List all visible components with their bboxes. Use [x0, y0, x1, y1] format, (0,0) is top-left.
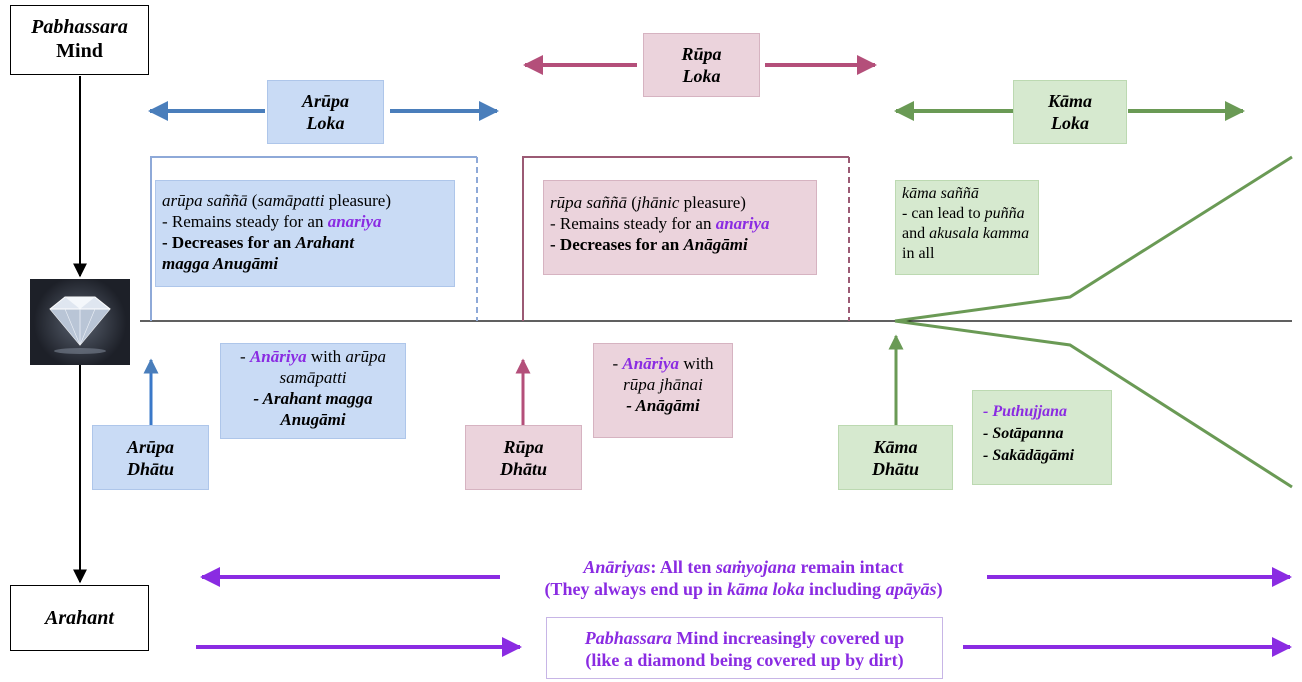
- arupa-sanna-line3: - Decreases for an Arahant: [162, 233, 355, 252]
- arupa-beings-line2: samāpatti: [279, 368, 347, 387]
- diamond-icon: [30, 279, 130, 365]
- arupa-bracket: [150, 156, 477, 321]
- arupa-beings-line1: - Anāriya with arūpa: [240, 347, 386, 366]
- kama-beings-box: - Puthujjana - Sotāpanna - Sakādāgāmi: [972, 390, 1112, 485]
- kama-sanna-line4: in all: [902, 245, 935, 262]
- rupa-beings-line2: rūpa jhānai: [623, 375, 703, 394]
- kama-sanna-line1: kāma saññā: [902, 185, 979, 202]
- arupa-dhatu-line1: Arūpa: [126, 437, 175, 457]
- arupa-dhatu-box: Arūpa Dhātu: [92, 425, 209, 490]
- rupa-loka-line1: Rūpa: [681, 44, 722, 64]
- arahant-label: Arahant: [45, 607, 114, 629]
- arupa-sanna-line1: arūpa saññā (samāpatti pleasure): [162, 191, 392, 210]
- arupa-sanna-line4: magga Anugāmi: [162, 254, 279, 273]
- rupa-beings-line1: - Anāriya with: [612, 354, 714, 373]
- kama-upper-line: [894, 155, 1293, 323]
- arupa-sanna-box: arūpa saññā (samāpatti pleasure) - Remai…: [155, 180, 455, 287]
- kama-dhatu-box: Kāma Dhātu: [838, 425, 953, 490]
- arupa-loka-line2: Loka: [306, 113, 345, 133]
- kama-lower-line: [894, 319, 1293, 489]
- kama-loka-line2: Loka: [1051, 113, 1089, 133]
- arupa-beings-box: - Anāriya with arūpa samāpatti - Arahant…: [220, 343, 406, 439]
- kama-beings-line2: - Sotāpanna: [983, 425, 1064, 442]
- arupa-dhatu-line2: Dhātu: [126, 459, 175, 479]
- kama-sanna-line3: and akusala kamma: [902, 225, 1030, 242]
- arupa-loka-line1: Arūpa: [301, 91, 350, 111]
- covered-line1: Pabhassara Mind increasingly covered up: [584, 628, 905, 648]
- anariyas-text: Anāriyas: All ten saṁyojana remain intac…: [500, 556, 987, 604]
- covered-up-box: Pabhassara Mind increasingly covered up …: [546, 617, 943, 679]
- arupa-loka-box: Arūpa Loka: [267, 80, 384, 144]
- arupa-beings-line4: Anugāmi: [280, 410, 346, 429]
- rupa-beings-box: - Anāriya with rūpa jhānai - Anāgāmi: [593, 343, 733, 438]
- kama-loka-box: Kāma Loka: [1013, 80, 1127, 144]
- rupa-sanna-line1: rūpa saññā (jhānic pleasure): [550, 193, 746, 212]
- rupa-bracket: [522, 156, 849, 321]
- kama-dhatu-line2: Dhātu: [871, 459, 920, 479]
- kama-loka-line1: Kāma: [1047, 91, 1092, 111]
- anariyas-line1: Anāriyas: All ten saṁyojana remain intac…: [583, 557, 904, 577]
- rupa-sanna-line2: - Remains steady for an anariya: [550, 214, 770, 233]
- covered-line2: (like a diamond being covered up by dirt…: [585, 650, 904, 670]
- kama-beings-line3: - Sakādāgāmi: [983, 447, 1075, 464]
- rupa-loka-box: Rūpa Loka: [643, 33, 760, 97]
- kama-beings-line1: - Puthujjana: [983, 403, 1068, 420]
- arupa-sanna-line2: - Remains steady for an anariya: [162, 212, 382, 231]
- rupa-dhatu-line1: Rūpa: [503, 437, 544, 457]
- arahant-box: Arahant: [10, 585, 149, 651]
- rupa-beings-line3: - Anāgāmi: [626, 396, 700, 415]
- rupa-loka-line2: Loka: [682, 66, 721, 86]
- rupa-sanna-line3: - Decreases for an Anāgāmi: [550, 235, 748, 254]
- anariyas-line2: (They always end up in kāma loka includi…: [544, 579, 943, 599]
- mind-line1: Pabhassara: [31, 16, 128, 38]
- kama-dhatu-line1: Kāma: [873, 437, 918, 457]
- kama-sanna-line2: - can lead to puñña: [902, 205, 1025, 222]
- rupa-sanna-box: rūpa saññā (jhānic pleasure) - Remains s…: [543, 180, 817, 275]
- rupa-dhatu-line2: Dhātu: [499, 459, 548, 479]
- rupa-dhatu-box: Rūpa Dhātu: [465, 425, 582, 490]
- pabhassara-mind-box: Pabhassara Mind: [10, 5, 149, 75]
- mind-line2: Mind: [56, 40, 103, 62]
- arupa-beings-line3: - Arahant magga: [253, 389, 373, 408]
- kama-sanna-box: kāma saññā - can lead to puñña and akusa…: [895, 180, 1039, 275]
